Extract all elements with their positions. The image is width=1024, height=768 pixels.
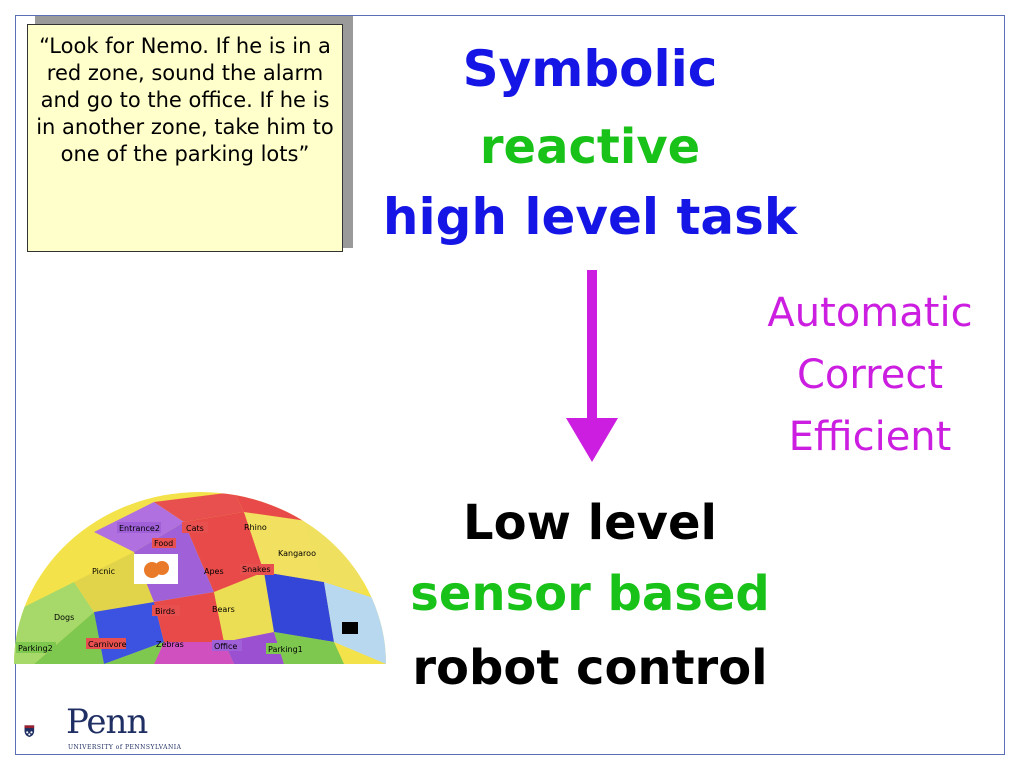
map-label-dogs: Dogs: [54, 613, 74, 622]
quote-box: “Look for Nemo. If he is in a red zone, …: [27, 24, 343, 252]
map-label-birds: Birds: [155, 607, 175, 616]
map-label-snakes: Snakes: [242, 565, 271, 574]
map-label-kangaroo: Kangaroo: [278, 549, 316, 558]
map-label-rhino: Rhino: [244, 523, 267, 532]
map-label-parking2: Parking2: [18, 644, 53, 653]
map-label-carnivore: Carnivore: [88, 640, 127, 649]
map-label-zebras: Zebras: [156, 640, 184, 649]
map-label-parking1: Parking1: [268, 645, 303, 654]
heading-sensor-based: sensor based: [410, 566, 770, 622]
property-list: Automatic Correct Efficient: [740, 282, 1000, 468]
heading-robot-control: robot control: [412, 640, 768, 696]
property-correct: Correct: [797, 352, 943, 398]
heading-symbolic: Symbolic: [462, 40, 718, 98]
map-label-apes: Apes: [204, 567, 224, 576]
map-label-food: Food: [154, 539, 173, 548]
heading-high-level-task: high level task: [382, 188, 798, 246]
slide-frame: [15, 15, 1005, 755]
penn-logo-wordmark: Penn: [66, 702, 148, 742]
heading-reactive: reactive: [479, 119, 701, 175]
heading-low-level: Low level: [463, 495, 717, 551]
penn-logo-subtitle: UNIVERSITY of PENNSYLVANIA: [68, 744, 182, 751]
map-label-office: Office: [214, 642, 237, 651]
zoo-map-image: Entrance2 Cats Rhino Food Kangaroo Picni…: [14, 492, 386, 664]
penn-shield-icon: [24, 725, 35, 738]
map-label-bears: Bears: [212, 605, 235, 614]
down-arrow-icon: [566, 270, 618, 462]
property-automatic: Automatic: [767, 290, 973, 336]
property-efficient: Efficient: [788, 414, 952, 460]
map-label-entrance2: Entrance2: [119, 524, 160, 533]
map-label-cats: Cats: [186, 524, 204, 533]
map-label-picnic: Picnic: [92, 567, 115, 576]
